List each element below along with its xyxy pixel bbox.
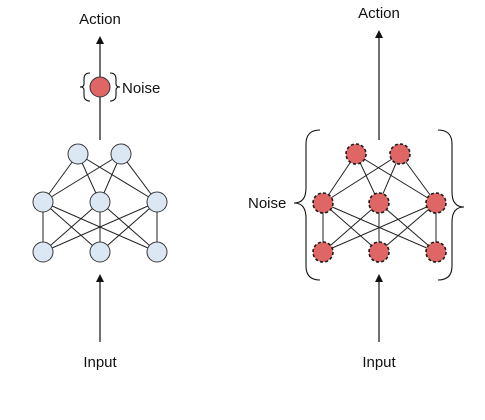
right-action-label: Action [358,5,400,22]
right-node-input-1 [312,241,334,263]
left-node-hidden-2 [89,191,111,213]
right-noise-label: Noise [248,195,286,212]
right-node-hidden-2 [368,192,390,214]
left-diagram: Action Noise [32,11,168,371]
left-nodes [32,143,168,263]
right-node-output-2 [389,143,411,165]
left-node-hidden-1 [32,191,54,213]
right-node-hidden-3 [425,192,447,214]
left-noise-node [89,76,111,98]
right-node-input-2 [368,241,390,263]
right-node-hidden-1 [312,192,334,214]
right-node-input-3 [425,241,447,263]
left-node-input-1 [32,241,54,263]
right-noise-close-brace [437,129,465,281]
right-nodes [312,143,447,263]
right-node-output-1 [345,143,367,165]
left-node-hidden-3 [146,191,168,213]
left-node-output-2 [110,143,132,165]
left-node-input-2 [89,241,111,263]
left-noise-open-brace [79,72,91,102]
left-noise-label: Noise [122,80,160,97]
right-noise-open-brace [293,129,321,281]
left-node-output-1 [67,143,89,165]
left-noise-close-brace [109,72,121,102]
left-input-label: Input [83,354,117,371]
left-node-input-3 [146,241,168,263]
right-input-label: Input [362,354,396,371]
left-action-label: Action [79,11,121,28]
right-diagram: Action Noise [248,5,465,371]
